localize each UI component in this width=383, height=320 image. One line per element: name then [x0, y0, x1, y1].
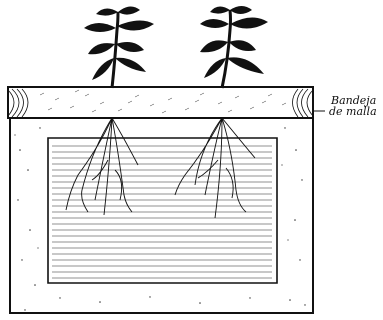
mesh-tray — [8, 87, 325, 118]
nutrient-solution-reservoir — [48, 138, 277, 283]
tray-label-line2: de malla — [329, 106, 377, 117]
